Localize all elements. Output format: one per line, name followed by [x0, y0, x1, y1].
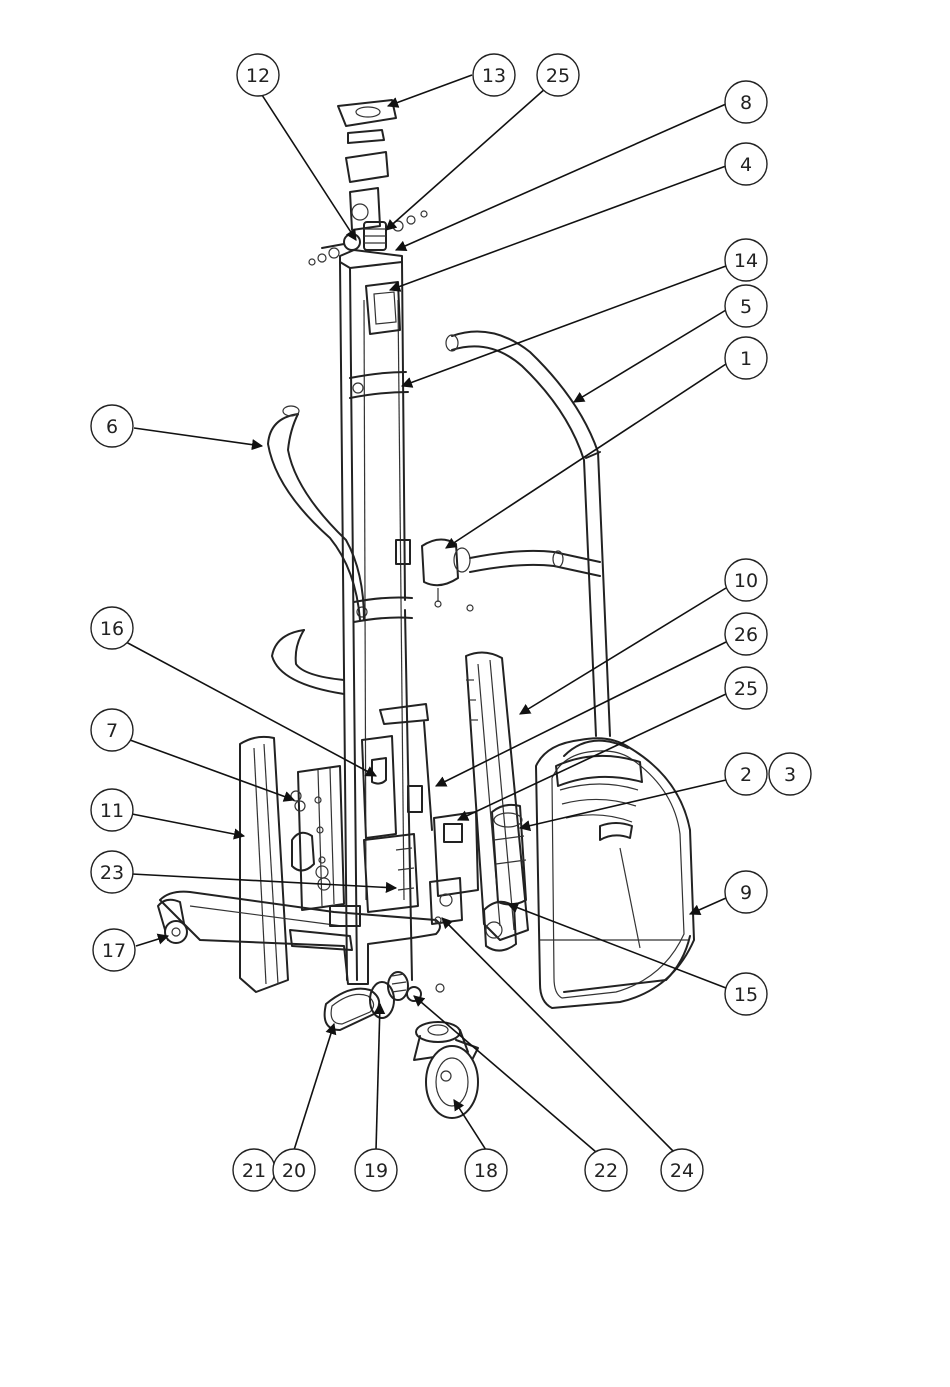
- callout-18: 18: [465, 1149, 507, 1191]
- callout-15-label: 15: [734, 984, 758, 1006]
- leader-11: [132, 814, 244, 836]
- callout-3-label: 3: [784, 764, 796, 786]
- callout-9: 9: [725, 871, 767, 913]
- mast-column: [340, 250, 412, 980]
- rear-caster: [414, 1022, 478, 1118]
- handle-clamp: [422, 539, 473, 611]
- callout-11: 11: [91, 789, 133, 831]
- leader-5: [574, 310, 726, 402]
- callout-11-label: 11: [100, 800, 124, 822]
- leader-25a: [386, 88, 546, 230]
- callout-15: 15: [725, 973, 767, 1015]
- callout-22-label: 22: [594, 1160, 618, 1182]
- left-fork-leg: [240, 737, 288, 992]
- callout-10-label: 10: [734, 570, 758, 592]
- callout-21: 21: [233, 1149, 275, 1191]
- leader-4: [390, 166, 726, 290]
- callout-13-label: 13: [482, 65, 506, 87]
- drive-belt-parts: [325, 972, 444, 1030]
- callout-1: 1: [725, 337, 767, 379]
- callout-25-mid: 25: [725, 667, 767, 709]
- callout-18-label: 18: [474, 1160, 498, 1182]
- callout-4-label: 4: [740, 154, 752, 176]
- leader-19: [376, 1004, 380, 1150]
- top-bracket: [346, 130, 388, 230]
- callout-17: 17: [93, 929, 135, 971]
- leader-2: [520, 780, 726, 828]
- leader-14: [402, 266, 726, 386]
- callout-2: 2: [725, 753, 767, 795]
- callout-14: 14: [725, 239, 767, 281]
- callout-21-label: 21: [242, 1160, 266, 1182]
- callout-12: 12: [237, 54, 279, 96]
- callout-22: 22: [585, 1149, 627, 1191]
- machine-drawing: [158, 100, 694, 1118]
- callout-23: 23: [91, 851, 133, 893]
- callout-23-label: 23: [100, 862, 124, 884]
- leader-13: [388, 75, 472, 106]
- callout-bubbles: 12 13 25 8 4 14 5 1 6 10 26 25 16 7 2 3 …: [91, 54, 811, 1191]
- callout-9-label: 9: [740, 882, 752, 904]
- callout-7-label: 7: [106, 720, 118, 742]
- callout-12-label: 12: [246, 65, 270, 87]
- callout-14-label: 14: [734, 250, 758, 272]
- cover-housing: [536, 738, 694, 1008]
- callout-19: 19: [355, 1149, 397, 1191]
- callout-26-label: 26: [734, 624, 758, 646]
- leader-6: [134, 428, 262, 446]
- callout-5: 5: [725, 285, 767, 327]
- callout-25-top: 25: [537, 54, 579, 96]
- callout-2-label: 2: [740, 764, 752, 786]
- callout-26: 26: [725, 613, 767, 655]
- callout-7: 7: [91, 709, 133, 751]
- leader-7: [130, 740, 294, 800]
- base-chassis: [160, 892, 440, 984]
- top-pulley: [309, 211, 427, 265]
- callout-24: 24: [661, 1149, 703, 1191]
- leader-17: [136, 936, 168, 946]
- callout-6: 6: [91, 405, 133, 447]
- callout-8: 8: [725, 81, 767, 123]
- callout-17-label: 17: [102, 940, 126, 962]
- leader-10: [520, 588, 726, 714]
- leader-16: [126, 642, 376, 776]
- leader-24: [442, 918, 674, 1152]
- callout-16: 16: [91, 607, 133, 649]
- leader-9: [690, 898, 726, 914]
- front-caster: [158, 900, 187, 943]
- callout-20-label: 20: [282, 1160, 306, 1182]
- top-cap-plate: [338, 100, 396, 126]
- callout-20: 20: [273, 1149, 315, 1191]
- callout-6-label: 6: [106, 416, 118, 438]
- callout-24-label: 24: [670, 1160, 694, 1182]
- callout-16-label: 16: [100, 618, 124, 640]
- callout-5-label: 5: [740, 296, 752, 318]
- callout-3: 3: [769, 753, 811, 795]
- callout-25-top-label: 25: [546, 65, 570, 87]
- callout-19-label: 19: [364, 1160, 388, 1182]
- callout-13: 13: [473, 54, 515, 96]
- callout-4: 4: [725, 143, 767, 185]
- right-handle: [446, 332, 610, 736]
- callout-8-label: 8: [740, 92, 752, 114]
- leader-20: [294, 1024, 334, 1150]
- callout-10: 10: [725, 559, 767, 601]
- leader-lines: [126, 75, 726, 1152]
- left-handle: [268, 406, 364, 694]
- callout-25-mid-label: 25: [734, 678, 758, 700]
- callout-1-label: 1: [740, 348, 752, 370]
